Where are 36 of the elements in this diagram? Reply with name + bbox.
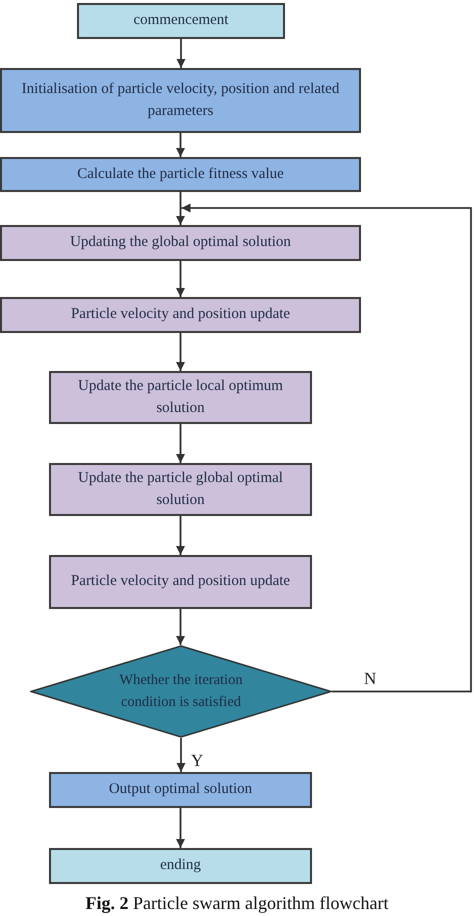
process-box (0, 297, 361, 333)
arrow (182, 204, 472, 692)
process-box (49, 555, 312, 609)
node-label: Update the particle local optimum solution (77, 376, 284, 418)
arrow (176, 133, 185, 157)
process-box (49, 371, 312, 424)
process-box (49, 463, 312, 516)
process-box (0, 225, 361, 261)
arrow (176, 261, 185, 297)
arrow (176, 516, 185, 555)
node-label: ending (159, 856, 202, 876)
process-box (0, 68, 361, 133)
node-label: Whether the iteration condition is satisfied (118, 671, 244, 712)
node-label: Particle velocity and position update (70, 572, 292, 592)
node-label: Update the particle global optimal solution (77, 468, 284, 510)
edge-label: Y (189, 752, 206, 769)
node-label: Output optimal solution (108, 780, 254, 800)
node-label: Initialisation of particle velocity, position and related parameters (20, 80, 340, 120)
arrow (176, 738, 186, 772)
arrow (176, 609, 185, 645)
arrow (176, 333, 185, 371)
decision-diamond (30, 645, 332, 738)
node-label: Updating the global optimal solution (69, 233, 292, 252)
node-label: commencement (132, 11, 230, 30)
process-box (49, 772, 312, 808)
edge-label: N (362, 670, 378, 686)
arrow (176, 39, 186, 68)
terminal-box (49, 848, 312, 884)
node-label: Particle velocity and position update (70, 305, 292, 324)
terminal-box (77, 3, 285, 39)
arrow (176, 424, 185, 463)
figure-caption: Fig. 2 Particle swarm algorithm flowchart (84, 893, 390, 915)
arrow (176, 808, 185, 848)
arrow (176, 192, 185, 225)
node-label: Calculate the particle fitness value (76, 164, 285, 184)
process-box (0, 157, 361, 192)
